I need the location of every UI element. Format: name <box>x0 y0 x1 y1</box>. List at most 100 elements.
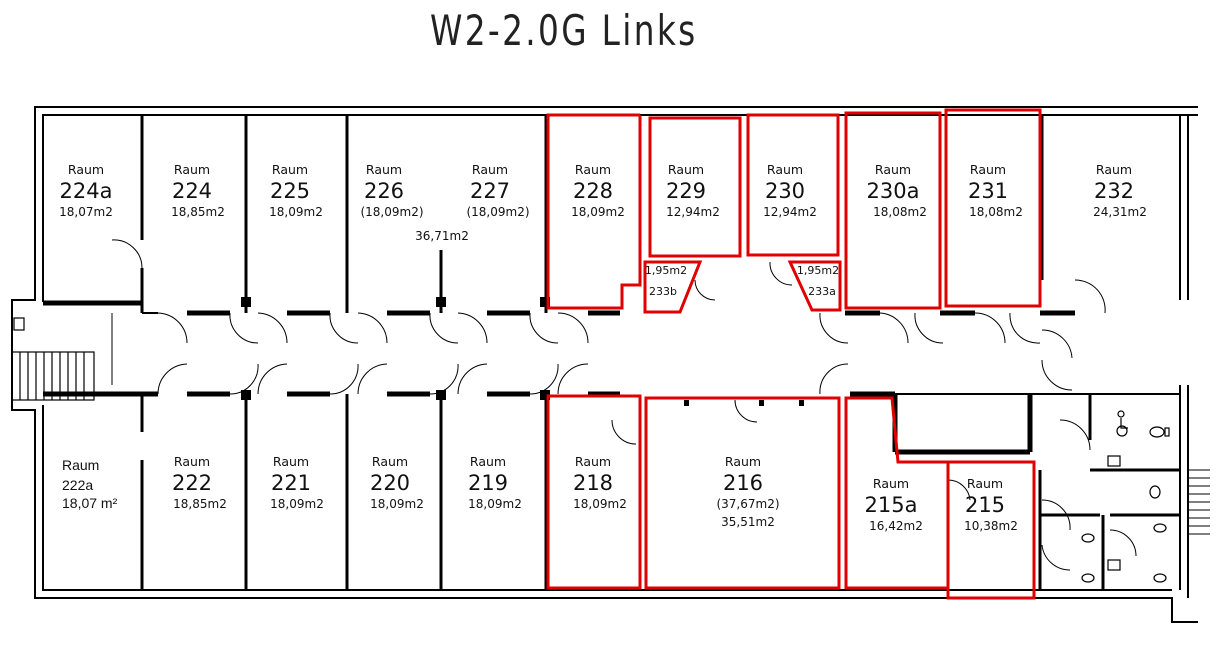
room-label-text: 18,85m2 <box>171 205 225 219</box>
room-outline-216 <box>644 396 841 590</box>
room-label-text: 225 <box>270 179 310 203</box>
room-label-text: 231 <box>968 179 1008 203</box>
room-label-text: 18,09m2 <box>370 497 424 511</box>
room-227: Raum 227 (18,09m2) <box>466 162 529 219</box>
room-label-text: Raum <box>725 454 761 469</box>
room-label-text: 12,94m2 <box>666 205 720 219</box>
room-label-text: 18,08m2 <box>969 205 1023 219</box>
room-label-text: (37,67m2) <box>716 497 779 511</box>
room-label-text: 18,07 m² <box>62 495 118 511</box>
room-label-text: 222 <box>172 471 212 495</box>
room-label-text: Raum <box>967 476 1003 491</box>
room-label-text: Raum <box>873 476 909 491</box>
room-label-text: Raum <box>62 457 99 473</box>
room-label-text: Raum <box>366 162 402 177</box>
room-label-text: 233b <box>649 285 677 298</box>
room-228: Raum 228 18,09m2 <box>571 162 625 219</box>
room-label-text: 218 <box>573 471 613 495</box>
room-label-text: 18,08m2 <box>873 205 927 219</box>
room-label-text: 221 <box>271 471 311 495</box>
room-label-text: 222a <box>62 477 93 493</box>
room-label-text: 216 <box>723 471 763 495</box>
room-outline-233b <box>643 260 703 314</box>
room-label-text: Raum <box>472 162 508 177</box>
room-label-text: 219 <box>468 471 508 495</box>
room-label-text: 226 <box>364 179 404 203</box>
room-label-text: Raum <box>767 162 803 177</box>
room-label-text: 18,85m2 <box>173 497 227 511</box>
room-label-text: Raum <box>372 454 408 469</box>
room-label-text: 228 <box>573 179 613 203</box>
room-216: Raum 216 (37,67m2) 35,51m2 <box>716 454 779 529</box>
room-label-text: (18,09m2) <box>360 205 423 219</box>
sink-icon <box>1107 455 1121 571</box>
plan-title: W2-2.0G Links <box>430 6 698 55</box>
room-outline-215 <box>946 460 1036 600</box>
room-label-text: 18,09m2 <box>468 497 522 511</box>
room-outline-230a <box>844 111 942 310</box>
room-outline-230 <box>746 113 840 257</box>
room-220: Raum 220 18,09m2 <box>370 454 424 511</box>
room-230a: Raum 230a 18,08m2 <box>867 162 927 219</box>
room-label-text: Raum <box>575 162 611 177</box>
combined-area-226-227: 36,71m2 <box>415 229 469 243</box>
room-label-text: 1,95m2 <box>797 264 839 277</box>
room-label-text: 224a <box>60 179 113 203</box>
room-outline-218 <box>546 394 642 590</box>
room-label-text: 224 <box>172 179 212 203</box>
wc-area <box>1038 394 1210 590</box>
room-222: Raum 222 18,85m2 <box>172 454 227 511</box>
room-label-text: 16,42m2 <box>869 519 923 533</box>
room-label-text: Raum <box>875 162 911 177</box>
room-label-text: 18,09m2 <box>269 205 323 219</box>
room-label-text: 10,38m2 <box>964 519 1018 533</box>
room-label-text: 35,51m2 <box>721 515 775 529</box>
room-outline-228 <box>546 113 642 310</box>
room-225: Raum 225 18,09m2 <box>269 162 323 219</box>
room-label-text: 12,94m2 <box>763 205 817 219</box>
room-label-text: Raum <box>575 454 611 469</box>
room-label-text: 18,07m2 <box>59 205 113 219</box>
room-215: Raum 215 10,38m2 <box>964 476 1018 533</box>
room-218: Raum 218 18,09m2 <box>573 454 627 511</box>
room-label-text: Raum <box>272 162 308 177</box>
room-232: Raum 232 24,31m2 <box>1093 162 1147 219</box>
room-label-text: 230 <box>765 179 805 203</box>
north-walls <box>43 115 1106 391</box>
room-label-text: 233a <box>808 285 836 298</box>
room-label-text: 18,09m2 <box>571 205 625 219</box>
room-label-text: 227 <box>470 179 510 203</box>
room-label-text: 230a <box>867 179 920 203</box>
room-label-text: 215 <box>965 493 1005 517</box>
room-label-text: 232 <box>1094 179 1134 203</box>
room-label-text: 220 <box>370 471 410 495</box>
room-labels: Raum 224a 18,07m2 Raum 224 18,85m2 Raum 225 18… <box>59 162 1147 533</box>
wheelchair-icon <box>1116 410 1128 437</box>
room-label-text: Raum <box>174 454 210 469</box>
room-label-text: Raum <box>1096 162 1132 177</box>
stair-icon <box>11 317 95 401</box>
room-label-text: Raum <box>970 162 1006 177</box>
room-215a: Raum 215a 16,42m2 <box>865 476 923 533</box>
room-224a: Raum 224a 18,07m2 <box>59 162 113 219</box>
room-226: Raum 226 (18,09m2) <box>360 162 423 219</box>
room-label-text: 229 <box>666 179 706 203</box>
room-label-text: 24,31m2 <box>1093 205 1147 219</box>
highlighted-rooms <box>546 108 1042 600</box>
room-label-text: 18,09m2 <box>573 497 627 511</box>
room-outline-231 <box>944 108 1042 308</box>
room-label-text: 215a <box>865 493 918 517</box>
room-label-text: 1,95m2 <box>645 264 687 277</box>
room-233a: 1,95m2 233a <box>797 264 839 298</box>
toilet-icon <box>1081 426 1170 583</box>
room-outline-233a <box>787 260 842 312</box>
room-label-text: (18,09m2) <box>466 205 529 219</box>
room-label-text: Raum <box>68 162 104 177</box>
room-231: Raum 231 18,08m2 <box>968 162 1023 219</box>
room-label-text: 18,09m2 <box>270 497 324 511</box>
